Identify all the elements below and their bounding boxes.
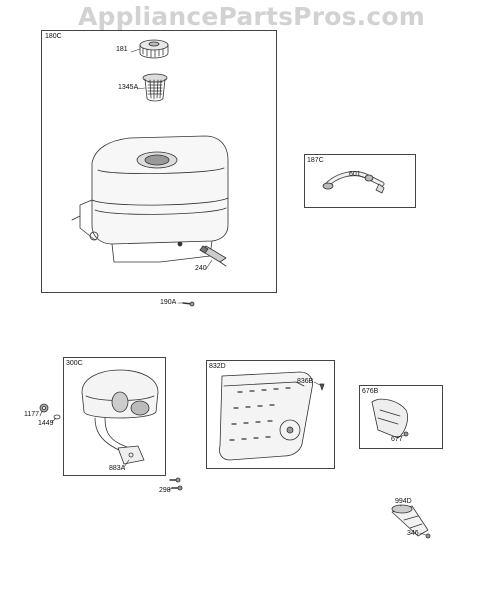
nut-part bbox=[39, 403, 49, 413]
muffler-part bbox=[219, 371, 313, 461]
muffler-group-box: 832D bbox=[206, 360, 335, 469]
air-cleaner-part bbox=[81, 369, 159, 465]
callout-1449: 1449 bbox=[38, 420, 54, 427]
muffler-group-label: 832D bbox=[209, 363, 226, 370]
fuel-line-group-label: 187C bbox=[307, 157, 324, 164]
callout-883a: 883A bbox=[109, 465, 126, 472]
callout-298: 298 bbox=[159, 487, 171, 494]
callout-1345a: 1345A bbox=[118, 84, 139, 91]
fuel-tank-part bbox=[71, 135, 229, 263]
air-cleaner-group-label: 300C bbox=[66, 360, 83, 367]
fuel-line-part bbox=[322, 171, 385, 194]
callout-677: 677 bbox=[391, 436, 403, 443]
heat-shield-group-box: 676B bbox=[359, 385, 443, 449]
fuel-tank-group-box: 180C bbox=[41, 30, 277, 293]
fuel-strainer-part bbox=[142, 73, 168, 102]
screw-part bbox=[182, 301, 195, 307]
fuel-cap-part bbox=[139, 39, 169, 59]
callout-181: 181 bbox=[116, 46, 128, 53]
bolts-part bbox=[169, 477, 183, 491]
watermark: AppliancePartsPros.com bbox=[77, 2, 426, 31]
arrestor-screw-part bbox=[425, 533, 431, 539]
heat-shield-part bbox=[371, 398, 409, 439]
fuel-valve-part bbox=[199, 245, 227, 267]
callout-1177: 1177 bbox=[24, 411, 40, 418]
callout-601: 601 bbox=[349, 171, 361, 178]
air-cleaner-group-box: 300C bbox=[63, 357, 166, 476]
spark-arrestor-part bbox=[391, 504, 429, 537]
fuel-line-group-box: 187C bbox=[304, 154, 416, 208]
heat-shield-group-label: 676B bbox=[362, 388, 379, 395]
fuel-tank-group-label: 180C bbox=[45, 33, 62, 40]
callout-240: 240 bbox=[195, 265, 207, 272]
callout-190a: 190A bbox=[160, 299, 177, 306]
callout-836b: 836B bbox=[297, 378, 314, 385]
gasket-part bbox=[53, 414, 61, 420]
leader-lines bbox=[39, 48, 427, 536]
callout-346: 346 bbox=[407, 530, 419, 537]
muffler-screw-part bbox=[319, 383, 325, 391]
callout-994d: 994D bbox=[395, 498, 412, 505]
